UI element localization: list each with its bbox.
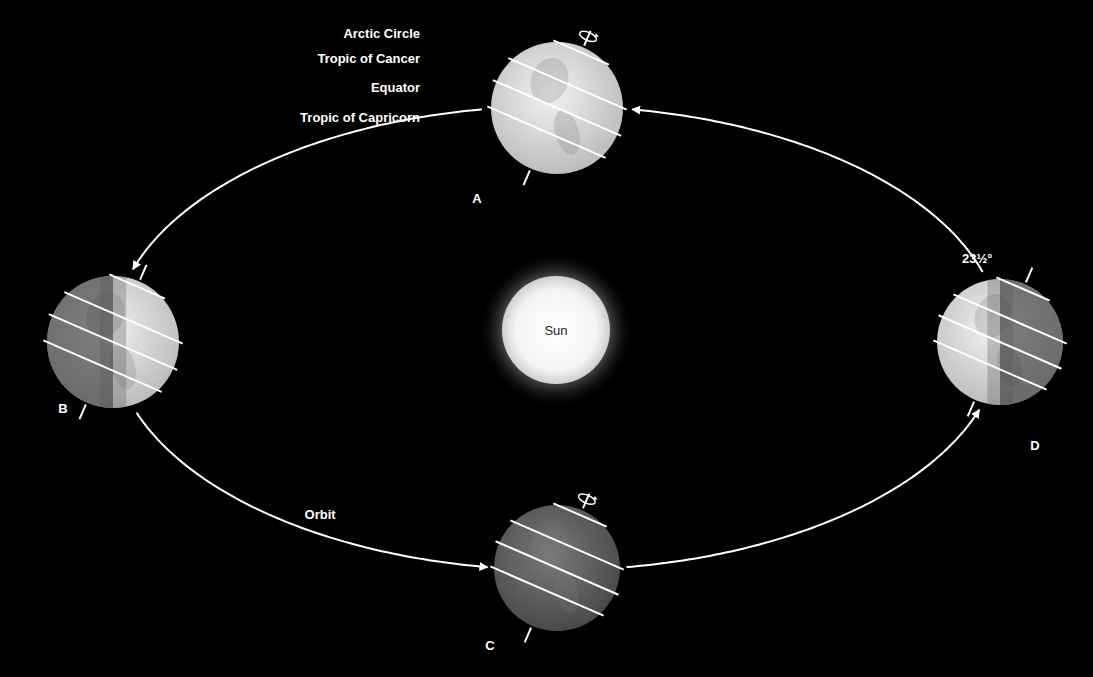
orbit-arrow	[137, 413, 488, 568]
latitude-name: Arctic Circle	[343, 26, 420, 41]
axis-line	[968, 402, 974, 417]
sun-label: Sun	[544, 323, 567, 338]
latitude-name: Tropic of Cancer	[317, 51, 420, 66]
orbit-arrow	[133, 109, 482, 269]
latitude-line	[953, 294, 1066, 343]
sun-glow	[478, 252, 634, 408]
earth-globe: D	[937, 279, 1063, 405]
axis-line	[524, 170, 530, 185]
land-mass	[550, 567, 583, 615]
earth-shape	[494, 505, 620, 631]
axis-line	[80, 404, 86, 419]
rotation-arrow	[594, 33, 599, 38]
axis-line	[140, 265, 146, 280]
earth-globe: C	[494, 505, 620, 631]
latitude-line	[996, 277, 1049, 300]
land-mass	[550, 107, 585, 158]
earth-shape	[937, 279, 1063, 405]
latitude-line	[553, 40, 609, 64]
land-mass	[526, 515, 574, 569]
latitude-name: Equator	[371, 80, 420, 95]
orbit-arrow	[626, 410, 979, 567]
latitude-line	[933, 340, 1046, 389]
position-letter: D	[1030, 438, 1039, 453]
latitude-name: Tropic of Capricorn	[300, 110, 420, 125]
axis-line	[1026, 268, 1032, 283]
latitude-line	[510, 520, 623, 569]
latitude-line	[493, 80, 621, 136]
orbit-label: Orbit	[303, 507, 338, 522]
orbit-arrow	[632, 109, 983, 272]
earth-shape	[47, 276, 179, 408]
land-mass	[524, 53, 575, 109]
position-letter: A	[472, 191, 481, 206]
latitude-line	[939, 315, 1062, 368]
latitude-line	[109, 274, 165, 298]
position-letter: C	[485, 638, 494, 653]
latitude-line	[496, 541, 619, 594]
latitude-line	[43, 340, 161, 391]
tilt-angle: 23½°	[962, 251, 993, 266]
earth-globe: B	[47, 276, 179, 408]
position-letter: B	[58, 401, 67, 416]
latitude-line	[487, 106, 605, 157]
latitude-line	[490, 566, 603, 615]
latitude-line	[508, 58, 626, 109]
sun-disc	[502, 276, 610, 384]
latitude-line	[64, 292, 182, 343]
rotation-arrow	[593, 496, 598, 501]
earth-shape	[491, 42, 623, 174]
latitude-line	[49, 314, 177, 370]
earth-globe: A	[491, 42, 623, 174]
sun-circle: Sun	[502, 276, 610, 384]
latitude-line	[553, 503, 606, 526]
axis-line	[525, 628, 531, 643]
